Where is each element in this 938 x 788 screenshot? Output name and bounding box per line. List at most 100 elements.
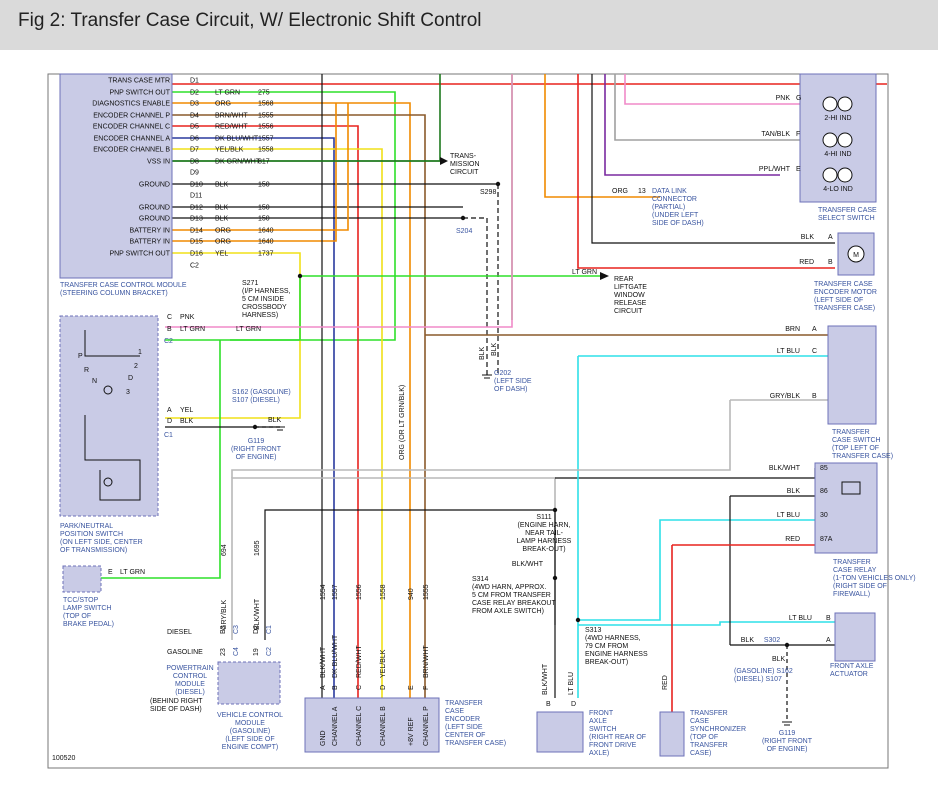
pcm-label: (DIESEL): [175, 689, 205, 696]
actuator-blk: BLK: [772, 656, 786, 663]
select-pin: G: [796, 95, 801, 102]
wire-d3-org: [172, 102, 411, 700]
encoder-box: [304, 697, 440, 753]
pcm-conn: C3: [233, 625, 240, 634]
pcm-fuel-label: DIESEL: [167, 629, 192, 636]
actuator-caption: ACTUATOR: [830, 671, 868, 678]
tccm-pin-name: GROUND: [139, 182, 170, 189]
splice-dot: [552, 575, 558, 581]
relay-caption: (1-TON VEHICLES ONLY): [833, 575, 916, 582]
tccm-wire-color: DK BLU/WHT: [215, 136, 259, 143]
select-switch-caption: SELECT SWITCH: [818, 215, 875, 222]
encoder-caption: CENTER OF: [445, 732, 485, 739]
s313-label: BREAK-OUT): [585, 659, 628, 666]
axle-switch-pin: B: [546, 701, 551, 708]
wire-d5-red: [172, 125, 359, 700]
encoder-pin: E: [408, 685, 415, 690]
vcm-label: (LEFT SIDE OF: [225, 736, 274, 743]
tccm-pin-number: D5: [190, 124, 199, 131]
s314-label: 5 CM FROM TRANSFER: [472, 592, 551, 599]
s162-label: S162 (GASOLINE): [232, 389, 291, 396]
tcc-pin: E: [108, 569, 113, 576]
wire-s271-down: [230, 276, 301, 341]
s313-label: (4WD HARNESS,: [585, 635, 641, 642]
relay-caption: (RIGHT SIDE OF: [833, 583, 887, 590]
figure-title: Fig 2: Transfer Case Circuit, W/ Electro…: [18, 10, 482, 31]
encoder-pin: A: [320, 685, 327, 690]
g119-left-label: G119: [248, 438, 265, 445]
tccm-pin-number: D1: [190, 78, 199, 85]
tccm-pin-number: D10: [190, 182, 203, 189]
axle-switch-caption: (RIGHT REAR OF: [589, 734, 646, 741]
encoder-motor-caption: TRANSFER CASE: [814, 281, 873, 288]
splice-dot: [495, 181, 501, 187]
s313-label: 79 CM FROM: [585, 643, 628, 650]
dlc-wire-color: ORG: [612, 188, 628, 195]
indicator-lamp-icon: [822, 96, 838, 112]
g202-label: OF DASH): [494, 386, 527, 393]
sync-wire: RED: [662, 675, 669, 690]
encoder-channel: CHANNEL A: [332, 706, 339, 746]
motor-symbol-label: M: [853, 252, 859, 259]
dlc-label: (PARTIAL): [652, 204, 685, 211]
case-switch-caption: (TOP LEFT OF: [832, 445, 879, 452]
s111-label: LAMP HARNESS: [517, 538, 572, 545]
relay-coil-icon: [841, 481, 861, 495]
tccm-wire-color: BLK: [215, 216, 229, 223]
tccm-wire-color: ORG: [215, 228, 231, 235]
pnp-rotor-icon: [103, 477, 113, 487]
dlc-label: (UNDER LEFT: [652, 212, 699, 219]
s162-right-label: (GASOLINE) S162: [734, 668, 793, 675]
dlc-label: SIDE OF DASH): [652, 220, 704, 227]
tccm-pin-number: D8: [190, 159, 199, 166]
pnp-switch-box: [59, 315, 159, 517]
s314-label: (4WD HARN, APPROX.: [472, 584, 546, 591]
case-switch-pin: C: [812, 348, 817, 355]
arrow-liftgate: [600, 272, 609, 280]
s111-label: BREAK-OUT): [522, 546, 565, 553]
tccm-pin-number: D4: [190, 113, 199, 120]
dlc-label: CONNECTOR: [652, 196, 697, 203]
pnp-contacts-top: [84, 330, 140, 357]
liftgate-label: WINDOW: [614, 292, 645, 299]
liftgate-label: CIRCUIT: [614, 308, 643, 315]
tccm-pin-name: PNP SWITCH OUT: [109, 90, 170, 97]
wire-d14-batt: [172, 103, 349, 231]
diagram-frame: [47, 73, 889, 769]
actuator-pin: B: [826, 615, 831, 622]
encoder-caption: (LEFT SIDE: [445, 724, 483, 731]
pnp-wire-color: PNK: [180, 314, 195, 321]
axle-switch-caption: FRONT DRIVE: [589, 742, 637, 749]
pnp-position-pin: 2: [134, 363, 138, 370]
s204-label: S204: [456, 228, 472, 235]
tccm-pin-number: D9: [190, 170, 199, 177]
axle-switch-wire: LT BLU: [568, 672, 575, 695]
s271-label: S271: [242, 280, 258, 287]
wire-blk-wht: [264, 509, 555, 640]
g119-right-label: (RIGHT FRONT: [762, 738, 813, 745]
pnp-pin: B: [167, 326, 172, 333]
pcm-pin: D2: [253, 625, 260, 634]
tccm-module: [59, 73, 173, 279]
select-pin: F: [796, 131, 800, 138]
pnp-connector: C2: [164, 338, 173, 345]
tccm-circuit-number: 150: [258, 216, 270, 223]
encoder-caption: CASE: [445, 708, 464, 715]
pnp-position-pin: D: [128, 375, 133, 382]
motor-icon: [847, 245, 865, 263]
encoder-motor-caption: TRANSFER CASE): [814, 305, 875, 312]
tcc-lamp-caption: LAMP SWITCH: [63, 605, 112, 612]
vcm-label: ENGINE COMPT): [222, 744, 278, 751]
encoder-pin: C: [356, 685, 363, 690]
synchronizer-box: [659, 711, 685, 757]
dlc-pin: 13: [638, 188, 646, 195]
encoder-motor-caption: ENCODER MOTOR: [814, 289, 877, 296]
pcm-box: [217, 661, 281, 705]
pcm-conn: C2: [266, 647, 273, 656]
relay-pin: 85: [820, 465, 828, 472]
tccm-wire-color: ORG: [215, 101, 231, 108]
tcc-lamp-caption: (TOP OF: [63, 613, 91, 620]
wire-select-ppl: [604, 74, 780, 176]
relay-pin: 87A: [820, 536, 833, 543]
tccm-circuit-number: 1568: [258, 101, 274, 108]
